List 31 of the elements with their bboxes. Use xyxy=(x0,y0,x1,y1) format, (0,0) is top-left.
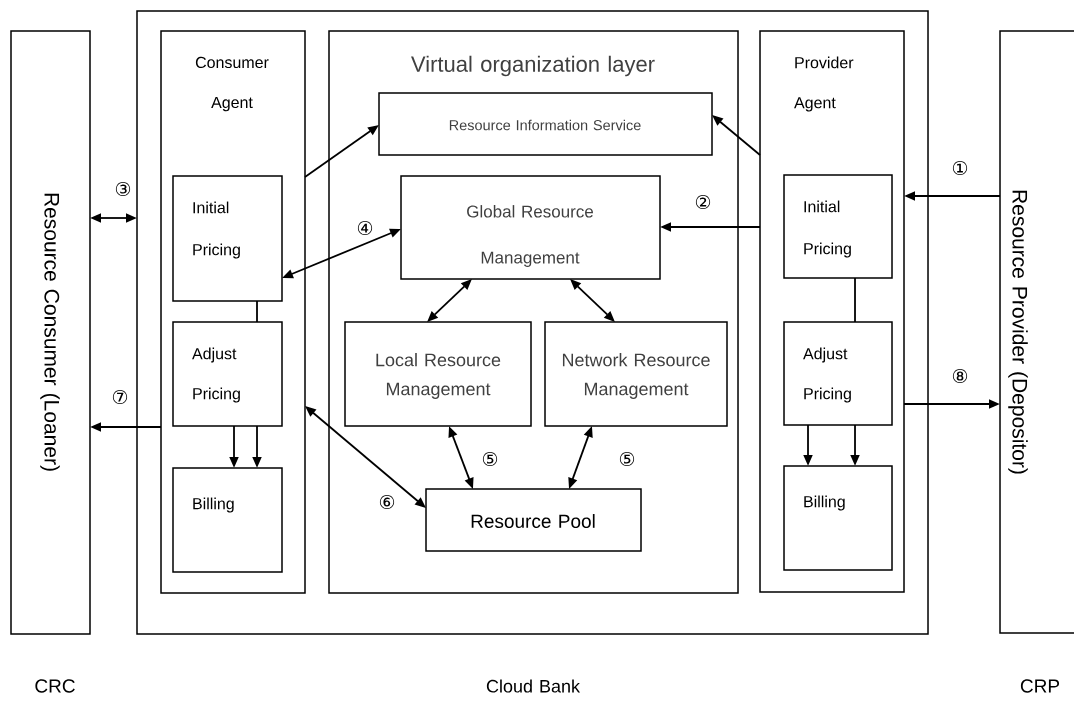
step-number: ⑧ xyxy=(950,367,970,385)
step-number: ② xyxy=(693,193,713,211)
process-box: Initial Pricing xyxy=(172,175,283,302)
pool-box: Resource Pool xyxy=(425,488,642,552)
service-box: Resource Information Service xyxy=(378,92,713,156)
node-label: CRP xyxy=(1020,679,1060,693)
process-box: Adjust Pricing xyxy=(783,321,893,426)
step-number: ⑦ xyxy=(110,388,130,406)
step-number: ① xyxy=(950,159,970,177)
actor-panel: Resource Consumer (Loaner) xyxy=(10,30,91,635)
process-box: Billing xyxy=(172,467,283,573)
step-number: ③ xyxy=(113,180,133,198)
arrow xyxy=(427,279,472,322)
node-label: Cloud Bank xyxy=(486,679,581,693)
connector-line xyxy=(854,277,856,323)
step-number: ④ xyxy=(355,219,375,237)
actor-panel: Resource Provider (Depositor) xyxy=(999,30,1074,634)
process-box: Billing xyxy=(783,465,893,571)
step-number: ⑤ xyxy=(617,450,637,468)
process-box: Local Resource Management xyxy=(344,321,532,427)
node-label: CRC xyxy=(35,679,75,693)
step-number: ⑥ xyxy=(377,493,397,511)
process-box: Initial Pricing xyxy=(783,174,893,279)
process-box: Network Resource Management xyxy=(544,321,728,427)
arrow xyxy=(570,279,615,322)
connector-line xyxy=(256,300,258,323)
arrow xyxy=(712,115,761,156)
process-box: Global Resource Management xyxy=(400,175,661,280)
process-box: Adjust Pricing xyxy=(172,321,283,427)
arrow xyxy=(305,406,426,508)
step-number: ⑤ xyxy=(480,450,500,468)
